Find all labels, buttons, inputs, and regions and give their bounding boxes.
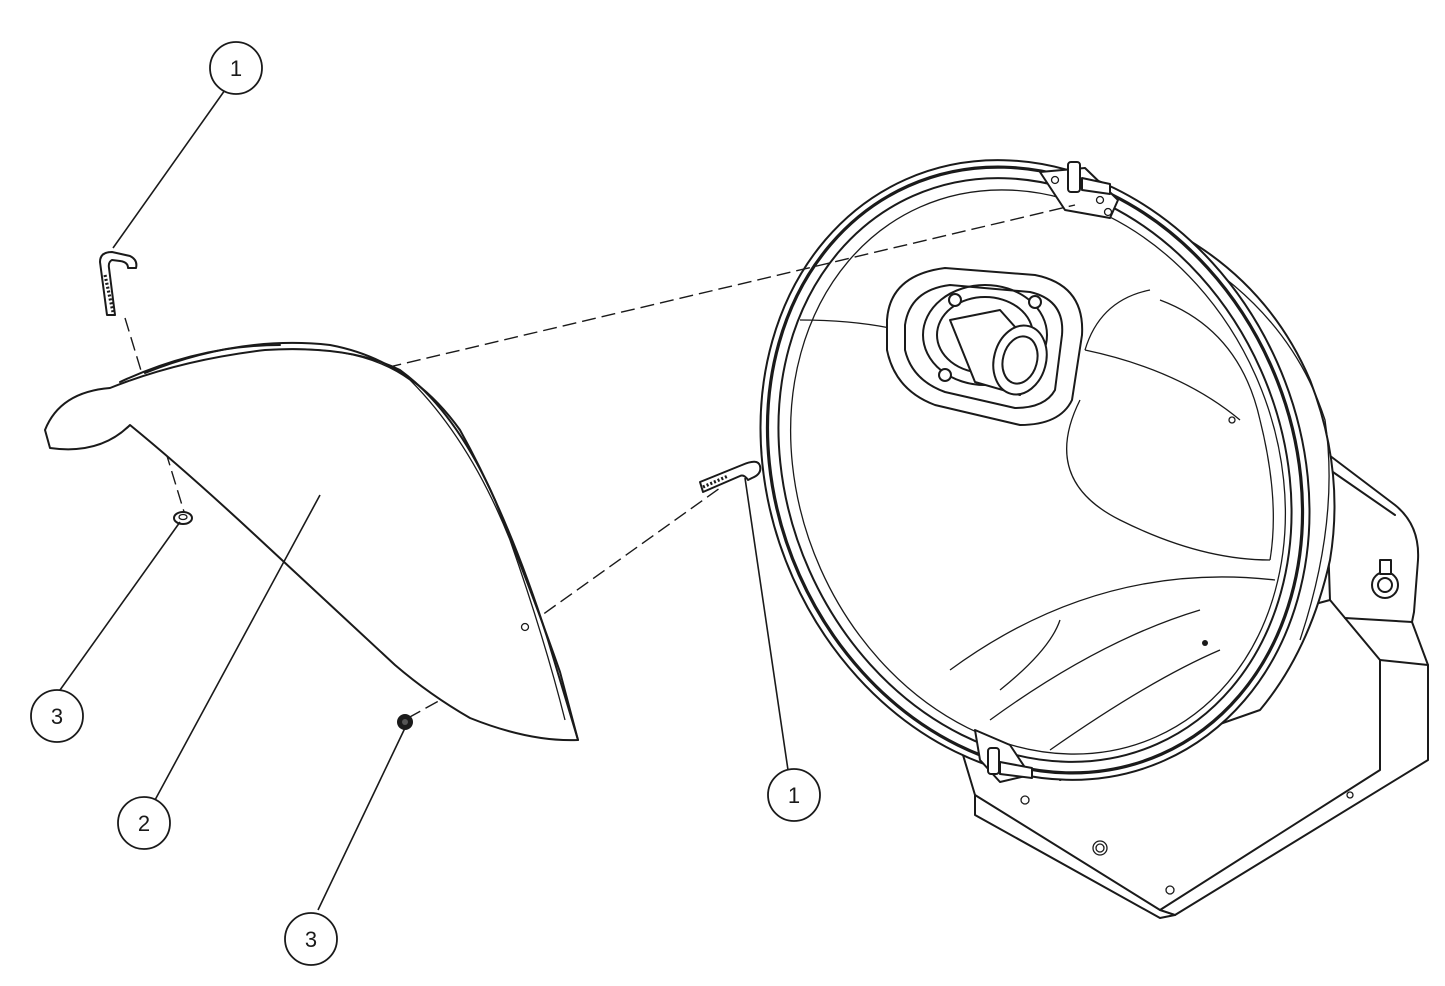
u-bolt-left [99,251,138,316]
svg-text:1: 1 [230,56,242,81]
lamp-socket [886,267,1084,426]
nut-bottom [397,714,413,730]
svg-text:1: 1 [788,783,800,808]
leader-lines [59,89,789,911]
top-clamp [1039,161,1119,219]
callout-3-left: 3 [30,689,84,743]
callout-2: 2 [117,796,171,850]
callout-1-right: 1 [767,768,821,822]
u-bolt-right [699,460,762,493]
callout-1-top: 1 [209,41,263,95]
svg-text:3: 3 [305,927,317,952]
callout-3-bottom: 3 [284,912,338,966]
svg-text:3: 3 [51,704,63,729]
bottom-clamp [974,729,1033,783]
reflector-facets [799,289,1276,751]
lamp-housing [759,159,1429,919]
svg-text:2: 2 [138,811,150,836]
visor-shield [44,341,579,742]
nut-left [173,511,193,525]
